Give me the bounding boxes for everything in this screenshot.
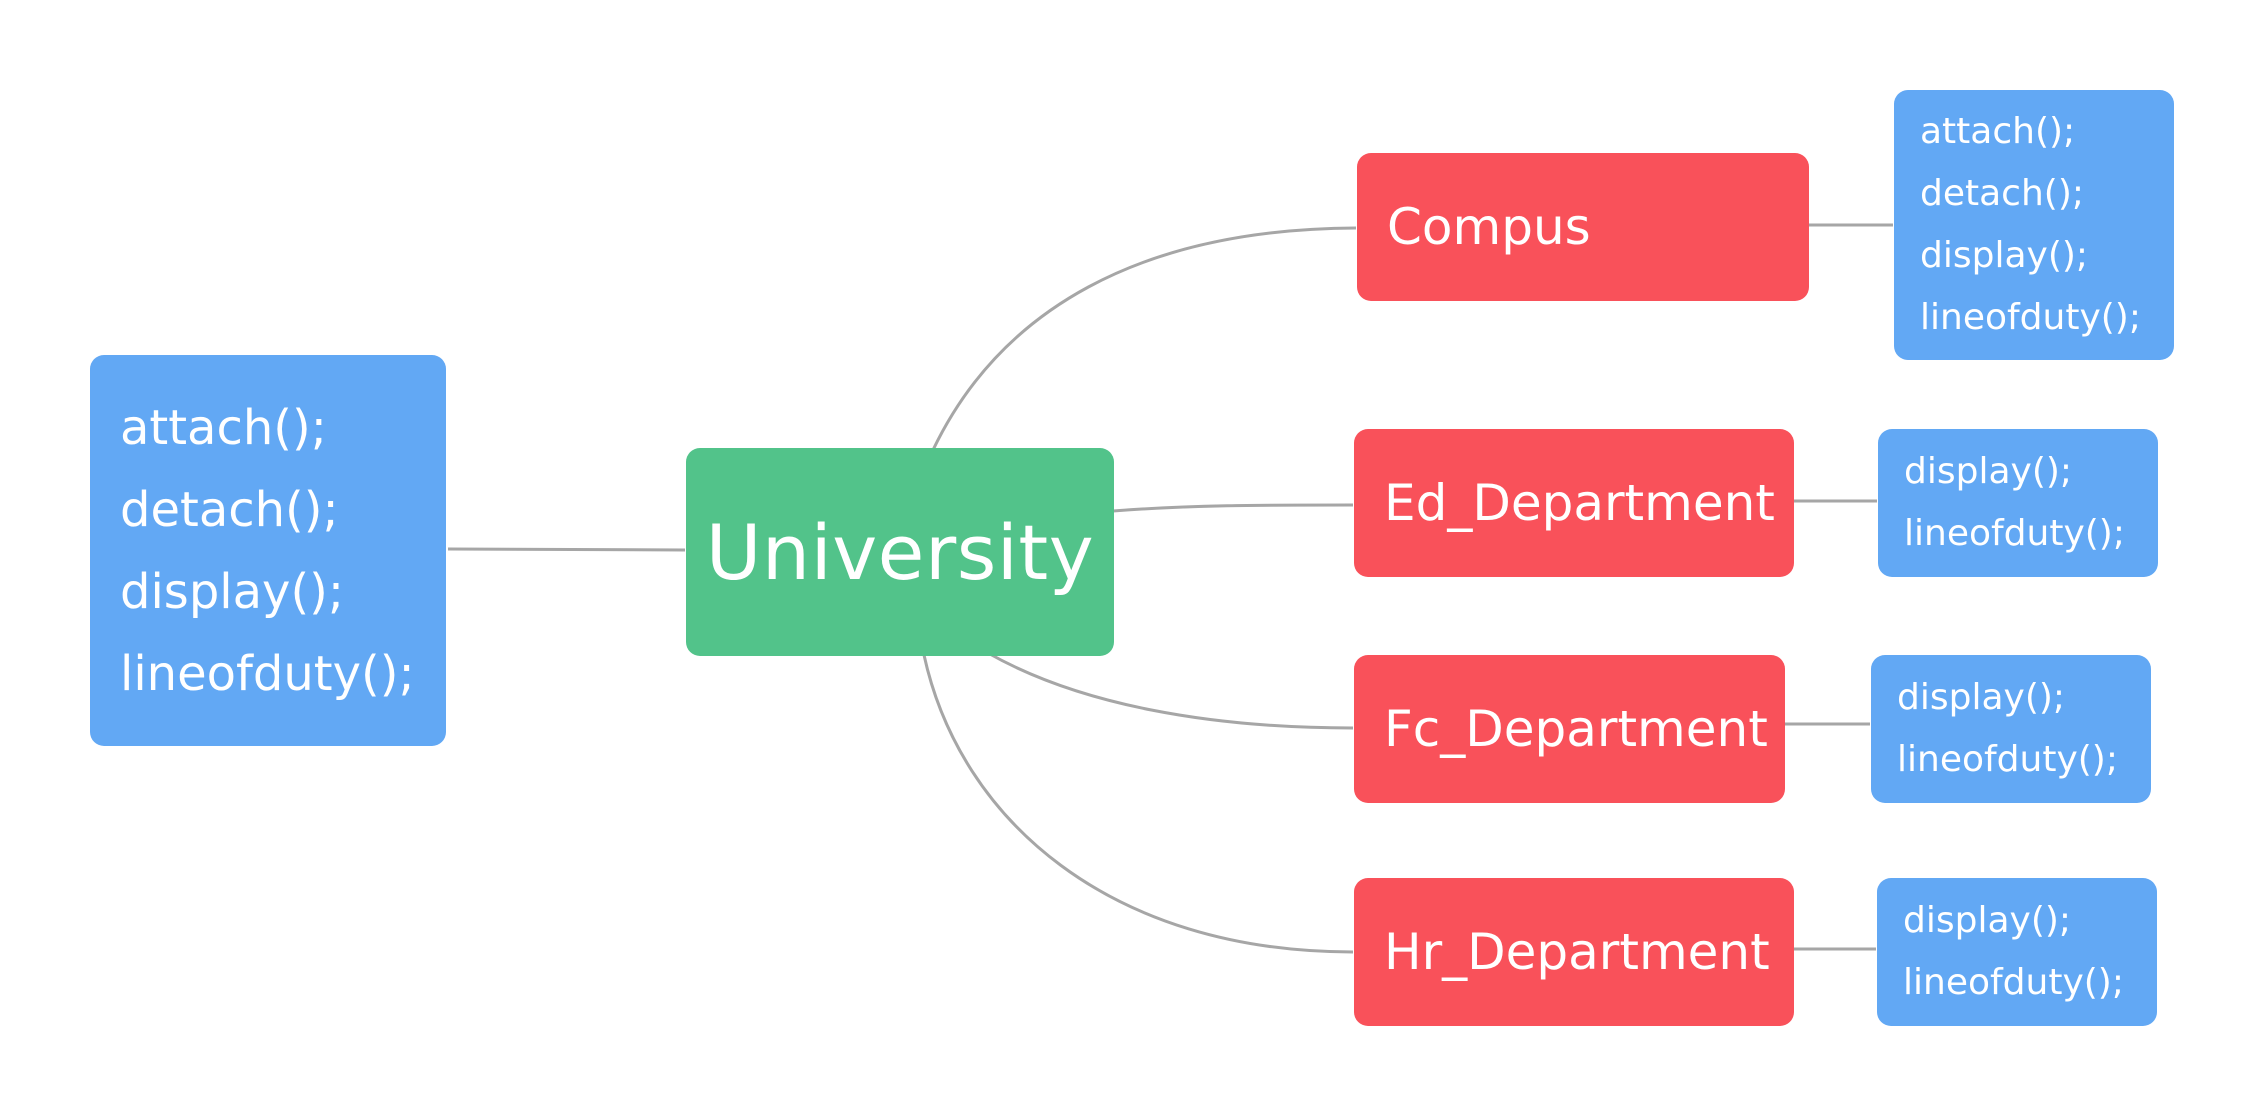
hr-department-method-lineofduty: lineofduty(); <box>1903 962 2124 1003</box>
branch-node-fc-department[interactable]: Fc_Department <box>1354 655 1785 803</box>
connector-root-methods-to-root <box>447 547 686 552</box>
branch-node-ed-department[interactable]: Ed_Department <box>1354 429 1794 577</box>
branch-label-compus: Compus <box>1387 198 1591 256</box>
branch-label-hr-department: Hr_Department <box>1384 923 1770 981</box>
compus-method-detach: detach(); <box>1920 173 2085 214</box>
hr-department-method-display: display(); <box>1903 900 2072 941</box>
branch-label-ed-department: Ed_Department <box>1384 474 1775 532</box>
connector-root-to-compus <box>931 226 1357 451</box>
ed-department-methods-box: display(); lineofduty(); <box>1878 429 2158 577</box>
fc-department-method-display: display(); <box>1897 677 2066 718</box>
compus-methods-box: attach(); detach(); display(); lineofdut… <box>1894 90 2174 360</box>
root-method-attach: attach(); <box>120 399 327 456</box>
compus-method-display: display(); <box>1920 235 2089 276</box>
branch-label-fc-department: Fc_Department <box>1384 700 1768 758</box>
root-methods-box: attach(); detach(); display(); lineofdut… <box>90 355 446 746</box>
root-method-detach: detach(); <box>120 481 339 538</box>
root-node-label: University <box>705 507 1095 597</box>
compus-method-attach: attach(); <box>1920 111 2076 152</box>
fc-department-methods-box: display(); lineofduty(); <box>1871 655 2151 803</box>
branch-node-hr-department[interactable]: Hr_Department <box>1354 878 1794 1026</box>
ed-department-method-display: display(); <box>1904 451 2073 492</box>
root-method-lineofduty: lineofduty(); <box>120 645 415 702</box>
hr-department-methods-box: display(); lineofduty(); <box>1877 878 2157 1026</box>
root-method-display: display(); <box>120 563 345 620</box>
fc-department-method-lineofduty: lineofduty(); <box>1897 739 2118 780</box>
root-node-university[interactable]: University <box>686 448 1114 656</box>
compus-method-lineofduty: lineofduty(); <box>1920 297 2141 338</box>
branch-node-compus[interactable]: Compus <box>1357 153 1809 301</box>
connector-root-to-fc-department <box>987 651 1354 730</box>
ed-department-method-lineofduty: lineofduty(); <box>1904 513 2125 554</box>
connector-root-to-ed-department <box>1112 503 1354 513</box>
connector-root-to-hr-department <box>922 654 1354 954</box>
